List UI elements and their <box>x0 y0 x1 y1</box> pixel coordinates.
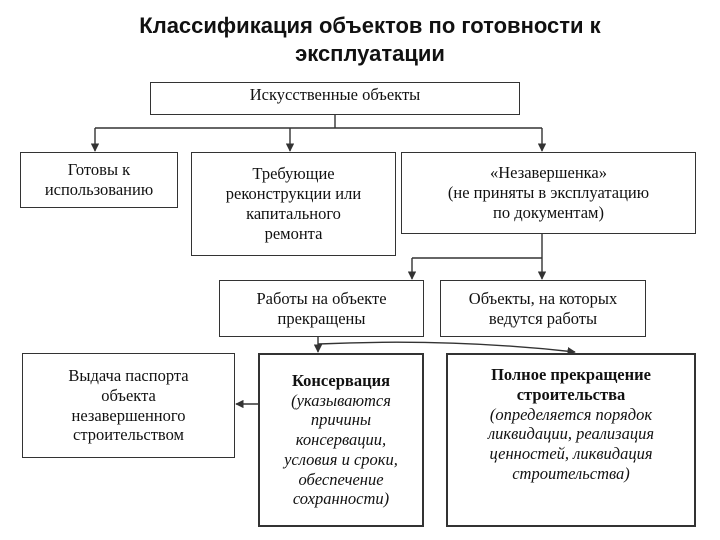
page-title: Классификация объектов по готовности к э… <box>40 12 700 67</box>
conservation-note-line-4: условия и сроки, <box>284 449 398 469</box>
unfinished-line-2: (не приняты в эксплуатацию <box>447 183 650 203</box>
reconstruction-line-4: ремонта <box>264 223 323 243</box>
passport-line-1: Выдача паспорта <box>68 365 189 385</box>
title-line-2: эксплуатации <box>295 40 445 66</box>
box-needs-reconstruction: Требующие реконструкции или капитального… <box>191 152 396 256</box>
full-stop-note-line-2: ликвидации, реализация <box>487 424 655 444</box>
works-ongoing-line-2: ведутся работы <box>488 308 598 328</box>
conservation-heading: Консервация <box>291 370 391 390</box>
unfinished-line-1: «Незавершенка» <box>490 163 607 183</box>
title-line-1: Классификация объектов по готовности к <box>139 13 601 38</box>
box-full-stop: Полное прекращение строительства (опреде… <box>446 353 696 527</box>
full-stop-note-line-4: строительства) <box>512 463 630 483</box>
box-conservation: Консервация (указываются причины консерв… <box>258 353 424 527</box>
works-stopped-line-1: Работы на объекте <box>256 288 387 308</box>
conservation-note-line-2: причины <box>310 410 372 430</box>
passport-line-3: незавершенного <box>71 405 186 425</box>
reconstruction-line-3: капитального <box>246 204 341 223</box>
reconstruction-line-2: реконструкции или <box>225 184 362 204</box>
box-artificial-objects: Искусственные объекты <box>150 82 520 115</box>
box-works-stopped: Работы на объекте прекращены <box>219 280 424 337</box>
conservation-note-line-3: консервации, <box>295 430 387 450</box>
passport-line-2: объекта <box>101 385 156 405</box>
full-stop-note-line-3: ценностей, ликвидация <box>489 444 653 464</box>
full-stop-heading-line-1: Полное прекращение <box>491 365 651 384</box>
box-unfinished: «Незавершенка» (не приняты в эксплуатаци… <box>401 152 696 234</box>
ready-line-1: Готовы к <box>67 160 131 180</box>
box-passport: Выдача паспорта объекта незавершенного с… <box>22 353 235 458</box>
conservation-note-line-1: (указываются <box>291 390 391 410</box>
arrow-to-full-stop <box>317 341 576 356</box>
works-ongoing-line-1: Объекты, на которых <box>468 288 618 308</box>
reconstruction-line-1: Требующие <box>252 164 335 184</box>
ready-line-2: использованию <box>44 180 154 199</box>
full-stop-heading-line-2: строительства <box>516 384 626 404</box>
passport-line-4: строительством <box>73 425 184 445</box>
box-works-ongoing: Объекты, на которых ведутся работы <box>440 280 646 337</box>
works-stopped-line-2: прекращены <box>277 308 366 328</box>
box-ready-for-use: Готовы к использованию <box>20 152 178 208</box>
box-artificial-objects-label: Искусственные объекты <box>249 85 421 104</box>
conservation-note-line-5: обеспечение <box>298 469 384 489</box>
unfinished-line-3: по документам) <box>493 202 604 222</box>
conservation-note-line-6: сохранности) <box>292 489 390 509</box>
full-stop-note-line-1: (определяется порядок <box>489 404 653 424</box>
